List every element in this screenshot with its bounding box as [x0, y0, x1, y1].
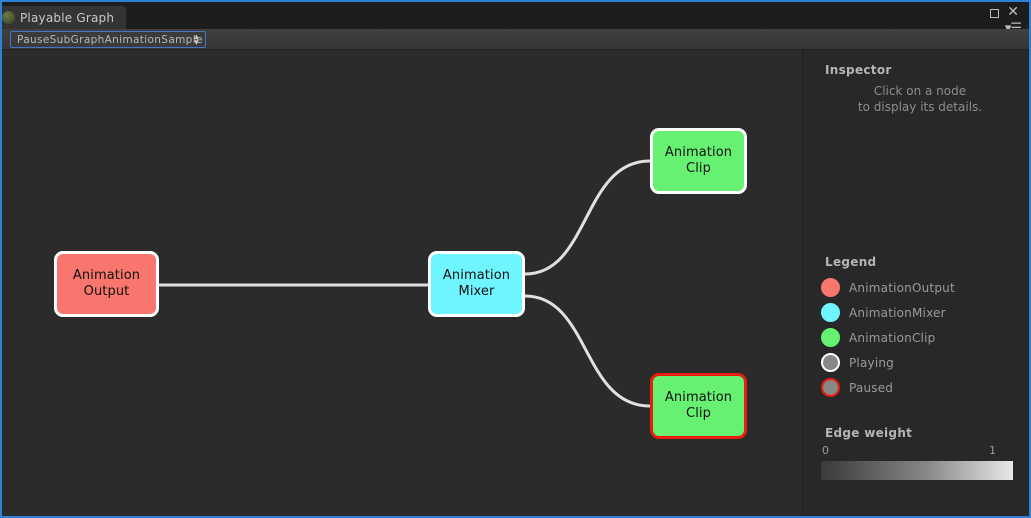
tab-bar: Playable Graph ✕ ▾☰ [2, 2, 1029, 35]
stepper-arrows-icon[interactable]: ▴ ▾ [194, 32, 199, 48]
legend-item-playing: Playing [821, 353, 894, 372]
legend-item-label: AnimationClip [849, 330, 936, 345]
graph-node-label: Animation Output [72, 268, 141, 299]
legend-item-animationoutput: AnimationOutput [821, 278, 955, 297]
legend-item-label: Playing [849, 355, 894, 370]
graph-select-dropdown[interactable]: PauseSubGraphAnimationSample ▴ ▾ [10, 31, 206, 48]
legend-item-animationclip: AnimationClip [821, 328, 935, 347]
legend-swatch-icon [821, 328, 840, 347]
edge-clip-top-to-mixer [524, 159, 651, 276]
graph-node-animation-clip-top[interactable]: Animation Clip [650, 128, 747, 194]
graph-node-label: Animation Mixer [442, 268, 511, 299]
chevron-up-icon: ▴ [194, 32, 199, 42]
graph-edges [159, 159, 651, 408]
edge-weight-title: Edge weight [825, 426, 913, 440]
tab-playable-graph[interactable]: Playable Graph [2, 6, 127, 29]
edge-clip-bottom-to-mixer [524, 294, 651, 408]
inspector-hint: Click on a node to display its details. [857, 84, 983, 114]
graph-node-label: Animation Clip [664, 145, 733, 176]
edge-weight-min-label: 0 [822, 444, 829, 457]
legend-swatch-icon [821, 303, 840, 322]
legend-swatch-icon [821, 378, 840, 397]
edge-weight-max-label: 1 [989, 444, 996, 457]
legend-swatch-icon [821, 353, 840, 372]
graph-node-animation-mixer[interactable]: Animation Mixer [428, 251, 525, 317]
maximize-button[interactable] [990, 9, 999, 18]
legend-item-animationmixer: AnimationMixer [821, 303, 946, 322]
graph-select-value: PauseSubGraphAnimationSample [17, 33, 203, 46]
legend-item-label: AnimationOutput [849, 280, 955, 295]
edge-weight-gradient-bar [821, 461, 1013, 480]
legend-title: Legend [825, 255, 877, 269]
inspector-sidebar: Inspector Click on a node to display its… [802, 50, 1029, 516]
legend-item-label: Paused [849, 380, 894, 395]
legend-swatch-icon [821, 278, 840, 297]
inspector-title: Inspector [825, 63, 892, 77]
graph-node-label: Animation Clip [664, 390, 733, 421]
graph-node-icon [2, 11, 15, 24]
graph-node-animation-clip-bottom[interactable]: Animation Clip [650, 373, 747, 439]
legend-item-label: AnimationMixer [849, 305, 946, 320]
chevron-down-icon: ▾ [194, 38, 199, 48]
legend-item-paused: Paused [821, 378, 893, 397]
tab-label: Playable Graph [20, 10, 115, 25]
close-icon[interactable]: ✕ [1007, 4, 1019, 20]
graph-node-animation-output[interactable]: Animation Output [54, 251, 159, 317]
toolbar: PauseSubGraphAnimationSample ▴ ▾ [2, 29, 1029, 50]
